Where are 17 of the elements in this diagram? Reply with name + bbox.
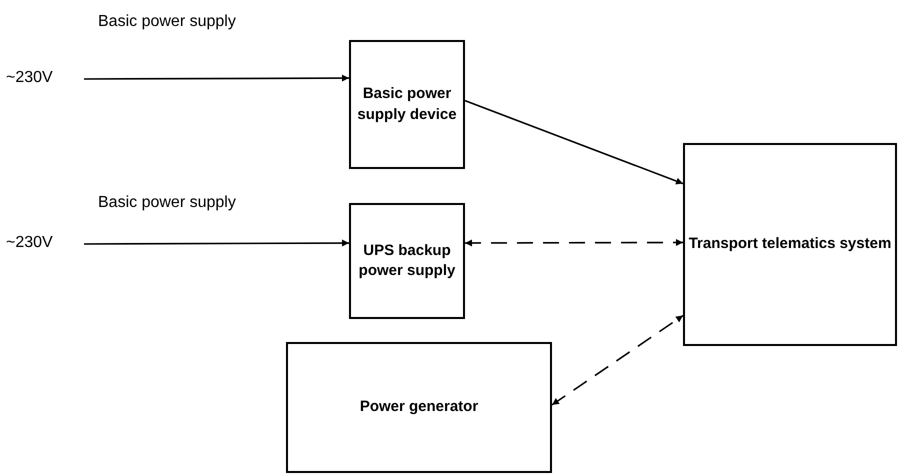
process-box bbox=[349, 40, 465, 169]
box-label: Power generator bbox=[360, 397, 478, 418]
process-box bbox=[286, 342, 552, 473]
process-box bbox=[349, 203, 465, 319]
process-box bbox=[683, 143, 897, 346]
arrow bbox=[552, 314, 684, 406]
box-label: UPS backup power supply bbox=[358, 240, 456, 281]
edge-label: Basic power supply bbox=[98, 13, 236, 31]
edge-label: Basic power supply bbox=[98, 194, 236, 212]
arrow bbox=[84, 74, 349, 82]
arrow bbox=[84, 240, 349, 247]
voltage-label: ~230V bbox=[6, 234, 72, 254]
arrow bbox=[464, 100, 684, 184]
box-label: Basic power supply device bbox=[356, 84, 458, 124]
voltage-label: ~230V bbox=[6, 69, 72, 89]
box-label: Transport telematics system bbox=[688, 234, 892, 254]
arrow bbox=[465, 239, 683, 246]
